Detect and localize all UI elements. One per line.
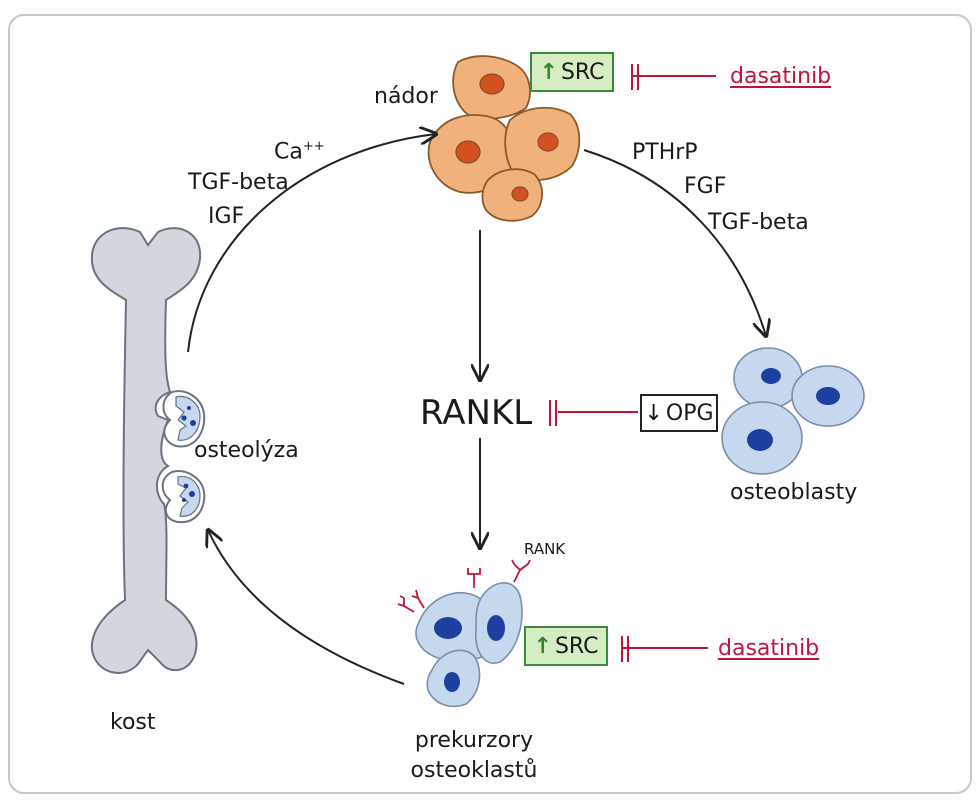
src-up-arrow-top: ↑: [539, 59, 558, 85]
arrow-precursors-to-bone: [208, 530, 405, 685]
src-box-top: ↑SRC: [530, 52, 614, 92]
osteolysis-lesion-upper: [162, 390, 206, 448]
tumor-label: nádor: [374, 84, 438, 109]
factor-tgf-to-osteoblasts: TGF-beta: [708, 210, 809, 235]
src-box-bottom: ↑SRC: [524, 626, 608, 666]
factor-tgf-to-tumor: TGF-beta: [188, 170, 289, 195]
rank-label: RANK: [524, 540, 566, 558]
factor-igf: IGF: [208, 204, 245, 229]
src-label-top: SRC: [560, 59, 605, 85]
flow-arrows: [187, 134, 766, 685]
figure-frame: [8, 14, 972, 794]
opg-down-arrow: ↓: [644, 400, 663, 426]
bone-label: kost: [110, 710, 156, 735]
factor-ca: Ca++: [274, 140, 325, 163]
dasatinib-label-bottom: dasatinib: [718, 636, 820, 661]
osteolysis-label: osteolýza: [194, 438, 299, 463]
bone-shape: [90, 227, 202, 674]
osteolysis-lesion-lower: [161, 470, 206, 524]
precursors-label-line2: osteoklastů: [410, 758, 538, 783]
tumor-cells: [427, 55, 581, 222]
factor-ca-charge: ++: [302, 139, 325, 154]
osteoclast-precursor-cells: [415, 582, 523, 708]
precursors-label-line1: prekurzory: [414, 728, 534, 753]
inhibition-lines: [549, 64, 716, 662]
opg-label: OPG: [665, 400, 714, 426]
factor-fgf: FGF: [684, 174, 727, 199]
factor-ca-text: Ca: [274, 139, 303, 165]
src-label-bottom: SRC: [554, 633, 599, 659]
osteoblasts-label: osteoblasty: [730, 480, 858, 505]
rankl-label: RANKL: [420, 393, 533, 433]
rank-receptors: [397, 559, 531, 613]
arrow-tumor-to-osteoblasts: [583, 149, 766, 336]
factor-pthrp: PTHrP: [632, 140, 698, 165]
opg-box: ↓OPG: [640, 394, 718, 432]
dasatinib-label-top: dasatinib: [730, 64, 832, 89]
src-up-arrow-bottom: ↑: [533, 633, 552, 659]
osteoblast-cells: [721, 347, 865, 475]
arrow-bone-to-tumor: [187, 134, 436, 353]
